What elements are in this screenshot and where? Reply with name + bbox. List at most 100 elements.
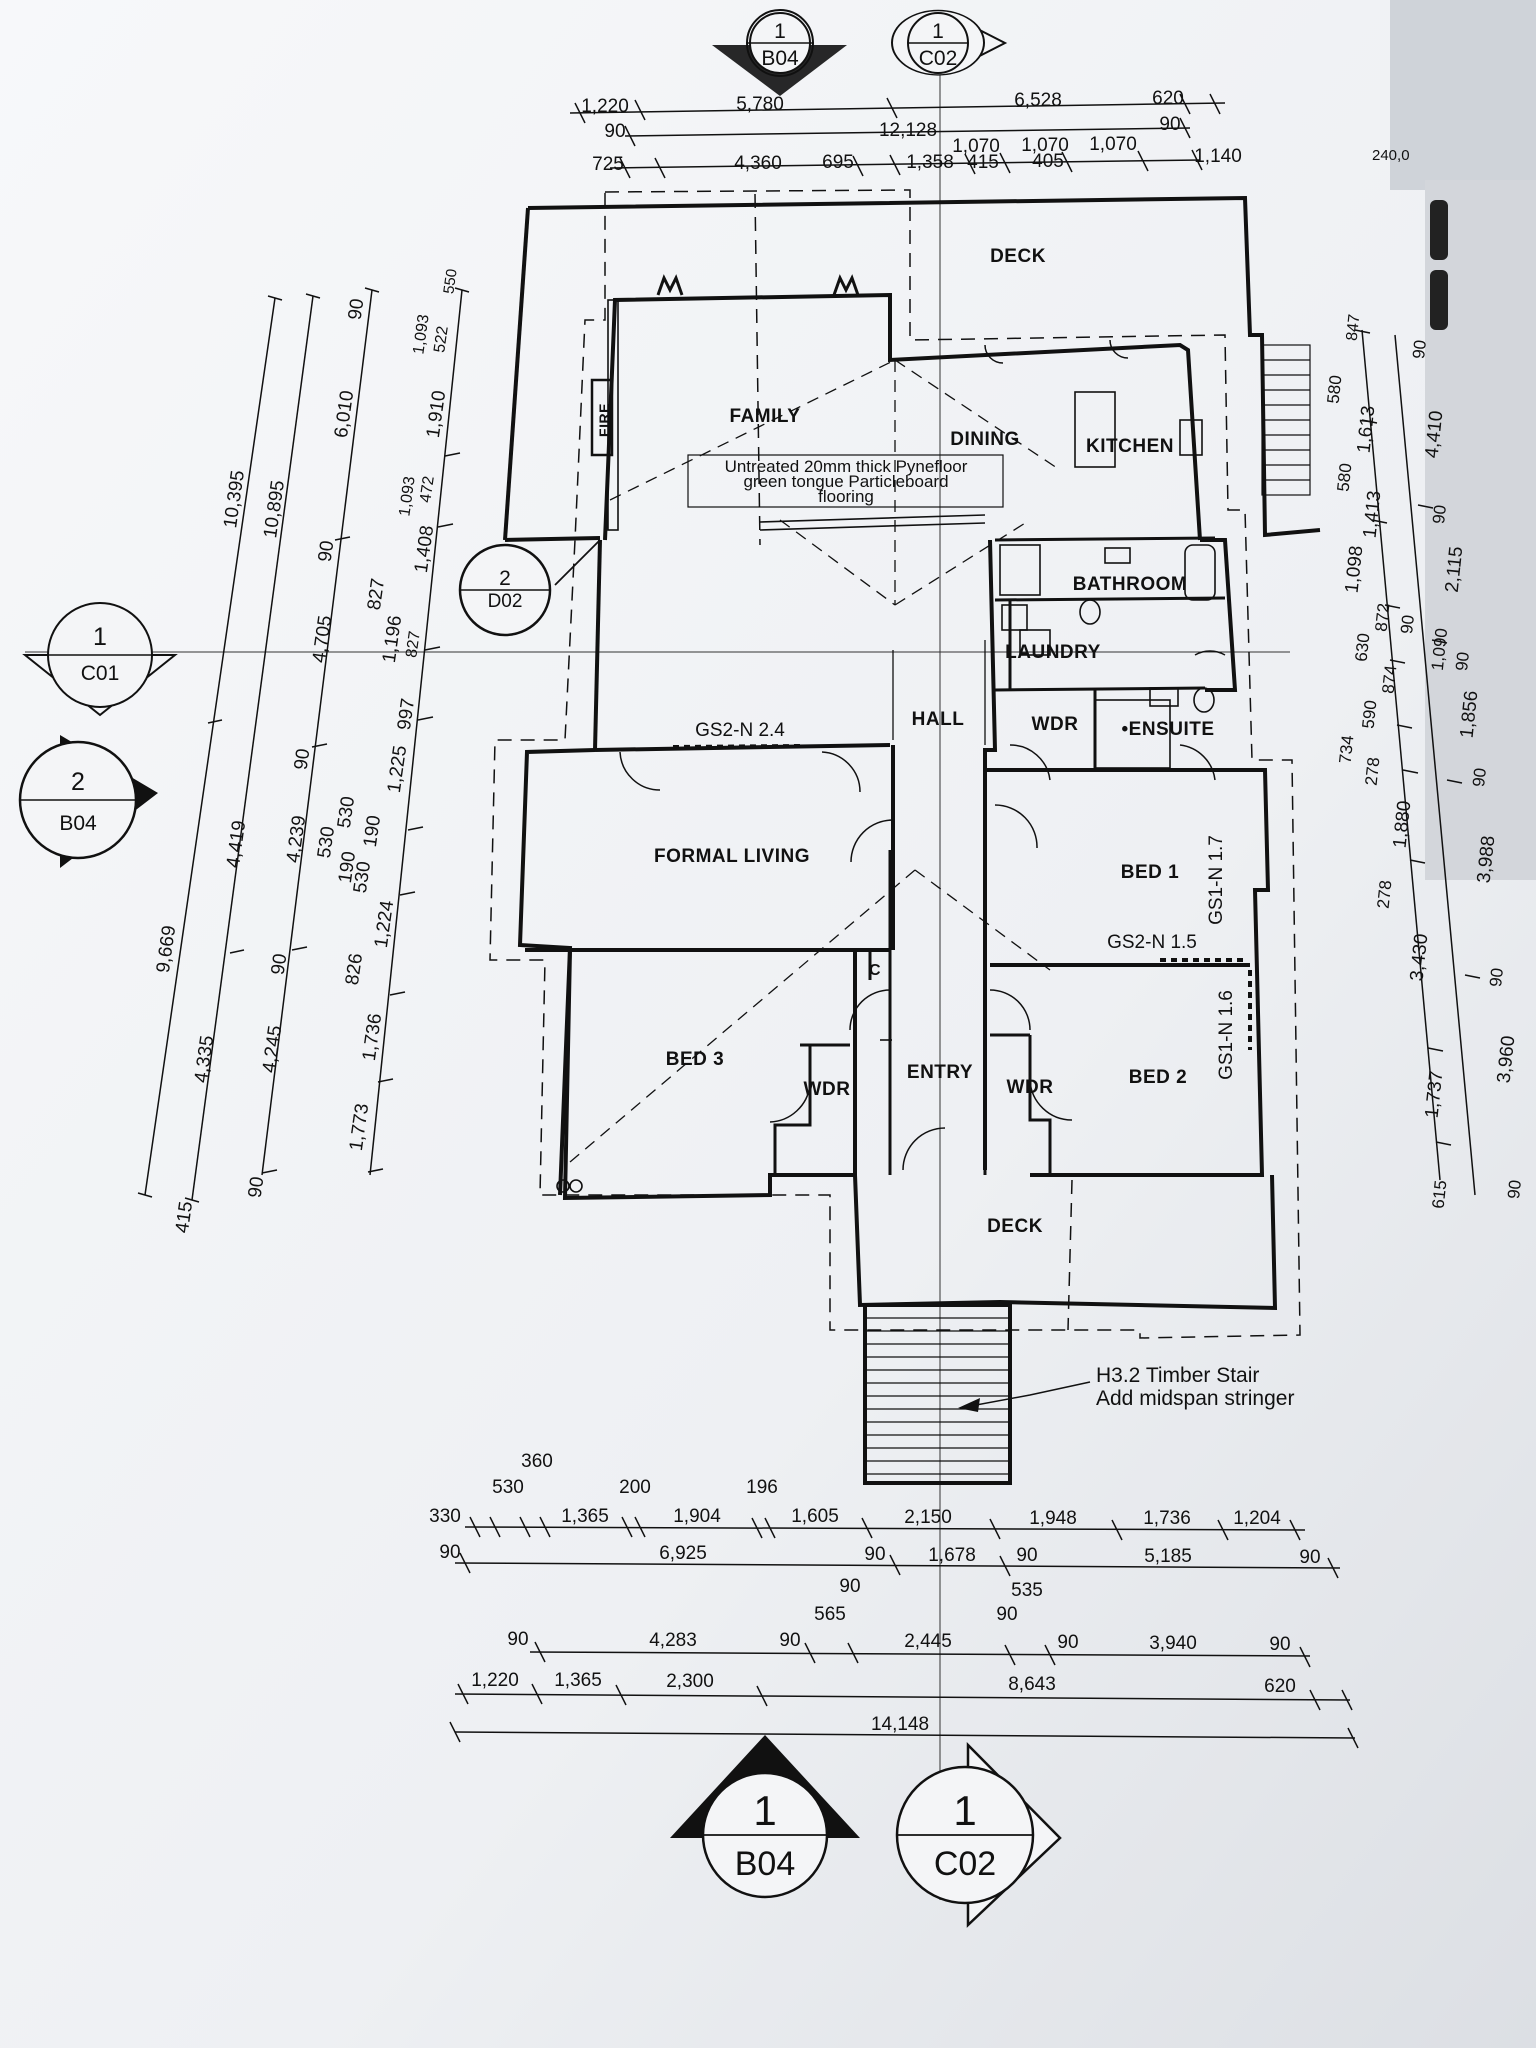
dim-right-a-9: 874 (1379, 664, 1401, 694)
dim-bot-r3-9: 3,940 (1149, 1633, 1197, 1654)
dim-bot-r1-8: 1,605 (791, 1506, 839, 1527)
dim-left-d-3: 530 (334, 795, 359, 829)
dim-left-d-1: 530 (314, 825, 339, 859)
dim-right-b-12: 3,960 (1494, 1035, 1520, 1084)
dim-bot-r1-11: 1,736 (1143, 1508, 1191, 1529)
dim-bot-r1-1: 330 (429, 1506, 461, 1527)
roof-ridge-lines (569, 359, 1061, 1163)
window-markers (656, 274, 860, 296)
dim-top-r3-4: 1,358 (906, 152, 954, 173)
dim-right-b-6: 1,090 (1428, 627, 1451, 671)
fireplace (590, 378, 614, 457)
dim-left-c-5: 90 (291, 747, 315, 771)
dim-bot-r4-5: 620 (1264, 1676, 1296, 1697)
dim-bot-r1-6: 1,904 (673, 1506, 721, 1527)
dim-left-e-1: 550 (440, 268, 460, 295)
dim-right-b-9: 90 (1469, 767, 1490, 788)
dim-left-e-10: 997 (394, 697, 419, 731)
dim-right-b-2: 4,410 (1422, 410, 1448, 459)
room-entry: ENTRY (907, 1062, 973, 1083)
floor-note-line1: Untreated 20mm thick Pynefloor (725, 457, 968, 476)
stair-leader (959, 1381, 1091, 1409)
tag-top-b04: 1 B04 (712, 9, 847, 96)
dim-right-b-8: 1,856 (1457, 690, 1483, 739)
dim-right-a-5: 1,413 (1360, 490, 1386, 539)
tag-top-b04-num: 1 (774, 20, 786, 43)
dim-bot-r3-7: 90 (996, 1604, 1017, 1625)
room-deck-top: DECK (990, 246, 1046, 267)
dim-left-d-2: 190 (335, 850, 360, 884)
room-kitchen: KITCHEN (1086, 436, 1174, 457)
device-button (1430, 200, 1448, 260)
tag-bottom-b04: 1 B04 (670, 1735, 860, 1899)
dim-left-e-2: 1,093 (410, 313, 432, 355)
dim-bot-r4-2: 1,365 (554, 1670, 602, 1691)
dim-bot-r1-4: 1,365 (561, 1506, 609, 1527)
room-ensuite: •ENSUITE (1122, 719, 1215, 740)
dim-top-r3-3: 695 (822, 152, 854, 173)
dim-right-b-1: 90 (1409, 339, 1430, 360)
dim-right-a-8: 630 (1352, 632, 1374, 662)
label-fire: FIRE (596, 403, 612, 437)
dim-right-b-10: 3,988 (1474, 835, 1500, 884)
stair-note-line2: Add midspan stringer (1096, 1387, 1294, 1410)
dim-left-e-5: 1,093 (396, 475, 418, 517)
dim-left-c-3: 90 (315, 539, 339, 563)
room-dining: DINING (950, 429, 1020, 450)
top-dimension-lines (569, 93, 1226, 179)
dim-top-r2-3: 90 (1159, 114, 1180, 135)
dim-right-a-17: 615 (1429, 1179, 1451, 1209)
dim-right-a-14: 278 (1374, 879, 1396, 909)
tag-left-c01: 1 C01 (22, 602, 178, 717)
tag-left-b04-num: 2 (71, 768, 85, 796)
dim-top-r3b-1: 1,070 (952, 136, 1000, 157)
dim-top-r1-1: 1,220 (581, 96, 629, 117)
room-hall: HALL (912, 709, 965, 730)
room-wdr-mid: WDR (1007, 1077, 1054, 1098)
dim-left-d-6: 827 (364, 577, 389, 611)
gs2-n-24: GS2-N 2.4 (695, 720, 785, 741)
dim-bot-r3-4: 565 (814, 1604, 846, 1625)
dim-right-b-11: 90 (1486, 967, 1507, 988)
dim-left-c-1: 90 (345, 297, 369, 321)
dim-bot-r3-8: 90 (1057, 1632, 1078, 1653)
dim-bot-r1-5: 200 (619, 1477, 651, 1498)
dim-right-a-4: 580 (1334, 462, 1356, 492)
floor-note-line3: flooring (818, 487, 874, 506)
room-laundry: LAUNDRY (1005, 642, 1101, 663)
stair-note-line1: H3.2 Timber Stair (1096, 1364, 1259, 1387)
fixtures (556, 299, 1216, 1193)
tag-left-b04-ref: B04 (59, 812, 97, 835)
dim-bot-r3-5: 90 (839, 1576, 860, 1597)
dim-left-e-6: 472 (417, 475, 438, 504)
gs1-n-17: GS1-N 1.7 (1206, 835, 1227, 925)
dim-bot-r2-4: 1,678 (928, 1545, 976, 1566)
dim-bot-r2-8: 90 (1299, 1547, 1320, 1568)
dim-bot-r4-3: 2,300 (666, 1671, 714, 1692)
dim-right-a-13: 1,880 (1390, 800, 1416, 849)
dim-right-a-6: 1,098 (1342, 545, 1368, 594)
dim-bot-r2-2: 6,925 (659, 1543, 707, 1564)
dim-bot-r1-2: 530 (492, 1477, 524, 1498)
tag-left-c01-ref: C01 (81, 662, 120, 685)
dim-left-e-9: 827 (403, 630, 424, 659)
tag-left-c01-num: 1 (93, 623, 107, 651)
gs1-n-16: GS1-N 1.6 (1216, 990, 1237, 1080)
left-dimension-lines (137, 287, 470, 1203)
dim-right-b-5: 90 (1397, 614, 1418, 635)
room-deck-bottom: DECK (987, 1216, 1043, 1237)
tag-d02: 2 D02 (458, 539, 601, 637)
dim-bot-r2-7: 5,185 (1144, 1546, 1192, 1567)
dim-bot-r2-5: 90 (1016, 1545, 1037, 1566)
dim-top-r3-1: 725 (592, 154, 624, 175)
tag-d02-ref: D02 (488, 591, 523, 612)
dim-bot-r3-1: 90 (507, 1629, 528, 1650)
room-wdr-right: WDR (1032, 714, 1079, 735)
dim-bot-r3-10: 90 (1269, 1634, 1290, 1655)
dim-right-a-16: 1,737 (1422, 1070, 1448, 1119)
tag-top-c02-num: 1 (932, 20, 944, 43)
dim-top-r3-2: 4,360 (734, 153, 782, 174)
dim-bot-r3-3: 90 (779, 1630, 800, 1651)
dim-bot-r2-6: 535 (1011, 1580, 1043, 1601)
